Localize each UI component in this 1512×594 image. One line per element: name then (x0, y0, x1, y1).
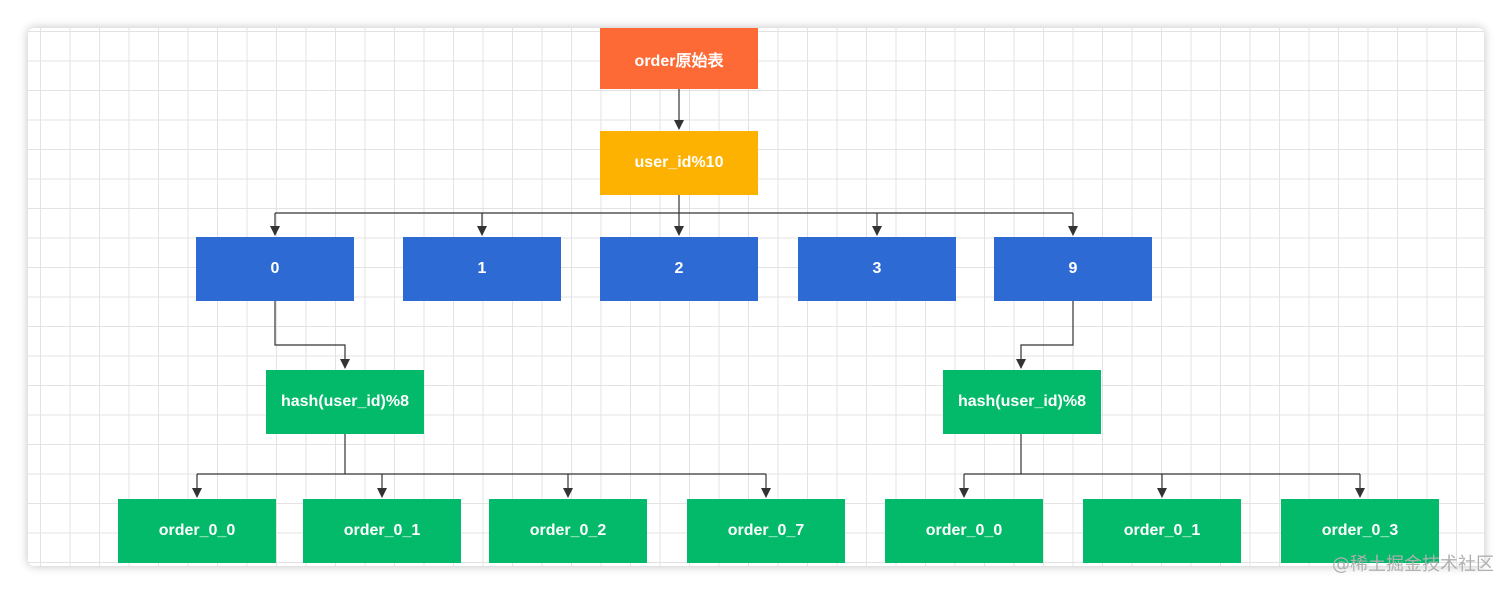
table-sharding-rule-right-node[interactable]: hash(user_id)%8 (943, 370, 1101, 434)
database-node-2[interactable]: 2 (600, 237, 758, 301)
right-table-node-1[interactable]: order_0_1 (1083, 499, 1241, 563)
source-table-node[interactable]: order原始表 (600, 28, 758, 89)
connector-edges (192, 89, 1365, 498)
diagram-canvas: order原始表 user_id%10 0 1 2 3 9 hash(user_… (28, 28, 1484, 566)
database-node-3[interactable]: 3 (798, 237, 956, 301)
left-table-node-0[interactable]: order_0_0 (118, 499, 276, 563)
left-table-node-1[interactable]: order_0_1 (303, 499, 461, 563)
database-node-0[interactable]: 0 (196, 237, 354, 301)
table-sharding-rule-left-node[interactable]: hash(user_id)%8 (266, 370, 424, 434)
right-table-node-0[interactable]: order_0_0 (885, 499, 1043, 563)
database-node-1[interactable]: 1 (403, 237, 561, 301)
right-table-node-3[interactable]: order_0_3 (1281, 499, 1439, 563)
edge-db9-to-hash-right (1016, 301, 1074, 369)
watermark: @稀土掘金技术社区 (1332, 554, 1494, 575)
db-sharding-rule-node[interactable]: user_id%10 (600, 131, 758, 195)
left-table-node-7[interactable]: order_0_7 (687, 499, 845, 563)
left-table-node-2[interactable]: order_0_2 (489, 499, 647, 563)
database-node-9[interactable]: 9 (994, 237, 1152, 301)
edge-db0-to-hash-left (274, 301, 350, 369)
